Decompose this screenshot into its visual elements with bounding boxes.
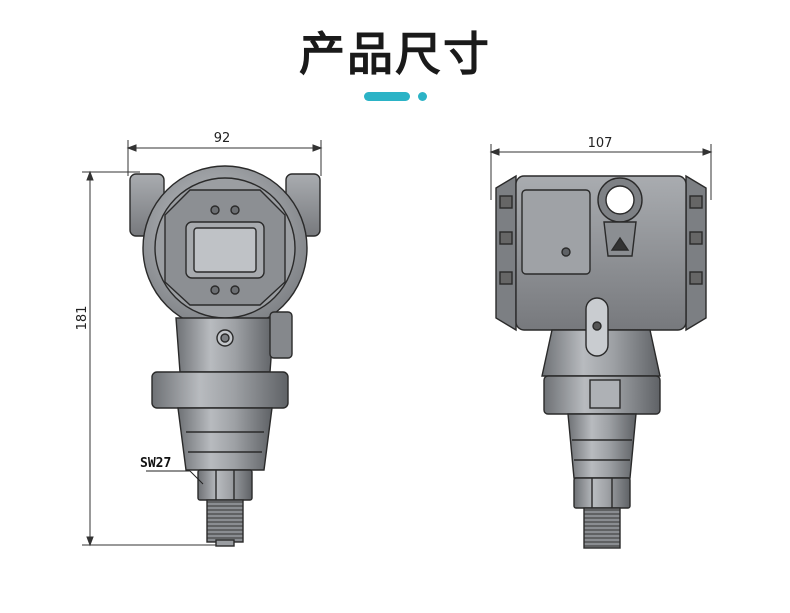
- front-height-dimension: [82, 170, 225, 547]
- side-width-label: 107: [588, 136, 613, 151]
- page-title: 产品尺寸: [299, 27, 491, 81]
- wrench-size-label: SW27: [140, 456, 171, 471]
- side-width-dimension: [489, 144, 713, 200]
- title-accent-bar: [364, 92, 410, 101]
- front-width-dimension: [126, 140, 323, 176]
- front-width-label: 92: [214, 131, 231, 146]
- front-height-label: 181: [75, 306, 90, 331]
- title-accent-dot: [418, 92, 427, 101]
- front-view: 92 181: [75, 131, 323, 547]
- side-view: 107: [489, 136, 713, 549]
